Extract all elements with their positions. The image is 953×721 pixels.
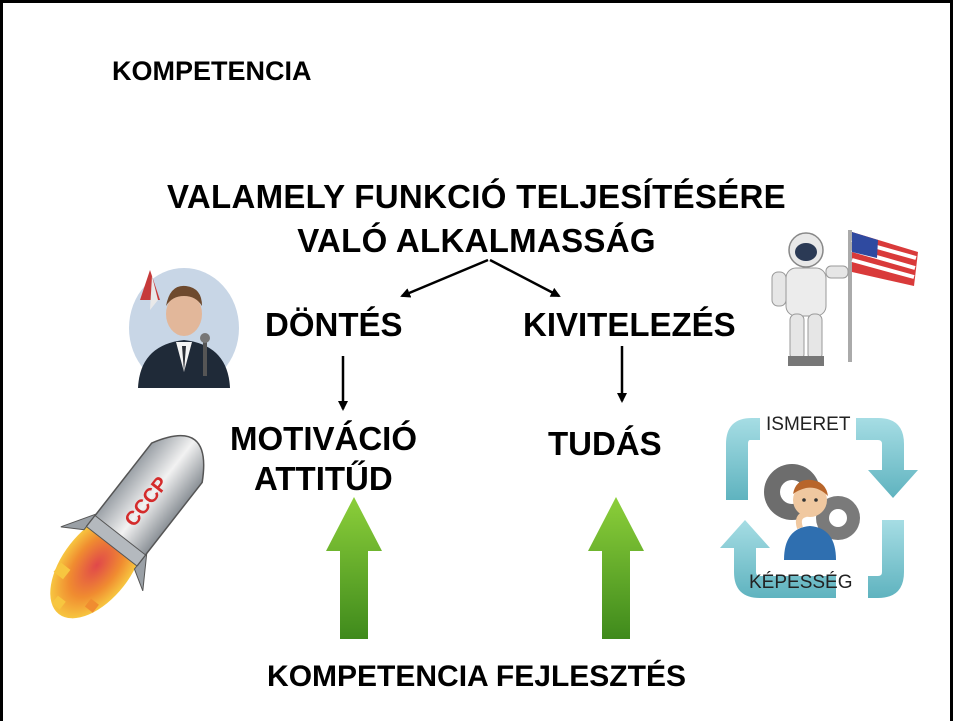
connector-arrows (338, 258, 627, 411)
outcome-attitud: ATTITŰD (254, 460, 393, 497)
portrait-photo (129, 268, 239, 388)
branch-kivitelezes: KIVITELEZÉS (523, 306, 736, 343)
astronaut-flag-icon (771, 230, 918, 366)
slide-title: KOMPETENCIA (112, 56, 312, 86)
arrow-to-kivitelezes (489, 258, 561, 298)
outcome-motivacio: MOTIVÁCIÓ (230, 420, 417, 457)
footer-kompetencia-fejlesztes: KOMPETENCIA FEJLESZTÉS (267, 660, 686, 693)
outcome-tudas: TUDÁS (548, 425, 662, 462)
arrow-to-dontes (400, 258, 489, 298)
gear-thinker-icon (764, 464, 860, 560)
cycle-arrows-icon (720, 418, 918, 598)
green-arrow-left (326, 497, 382, 639)
main-definition-line1: VALAMELY FUNKCIÓ TELJESÍTÉSÉRE (167, 178, 786, 215)
branch-dontes: DÖNTÉS (265, 306, 403, 343)
rocket-icon (50, 434, 205, 619)
green-arrow-right (588, 497, 644, 639)
cycle-label-ismeret: ISMERET (766, 414, 851, 435)
main-definition-line2: VALÓ ALKALMASSÁG (297, 222, 656, 259)
cycle-label-kepesseg: KÉPESSÉG (749, 572, 853, 593)
